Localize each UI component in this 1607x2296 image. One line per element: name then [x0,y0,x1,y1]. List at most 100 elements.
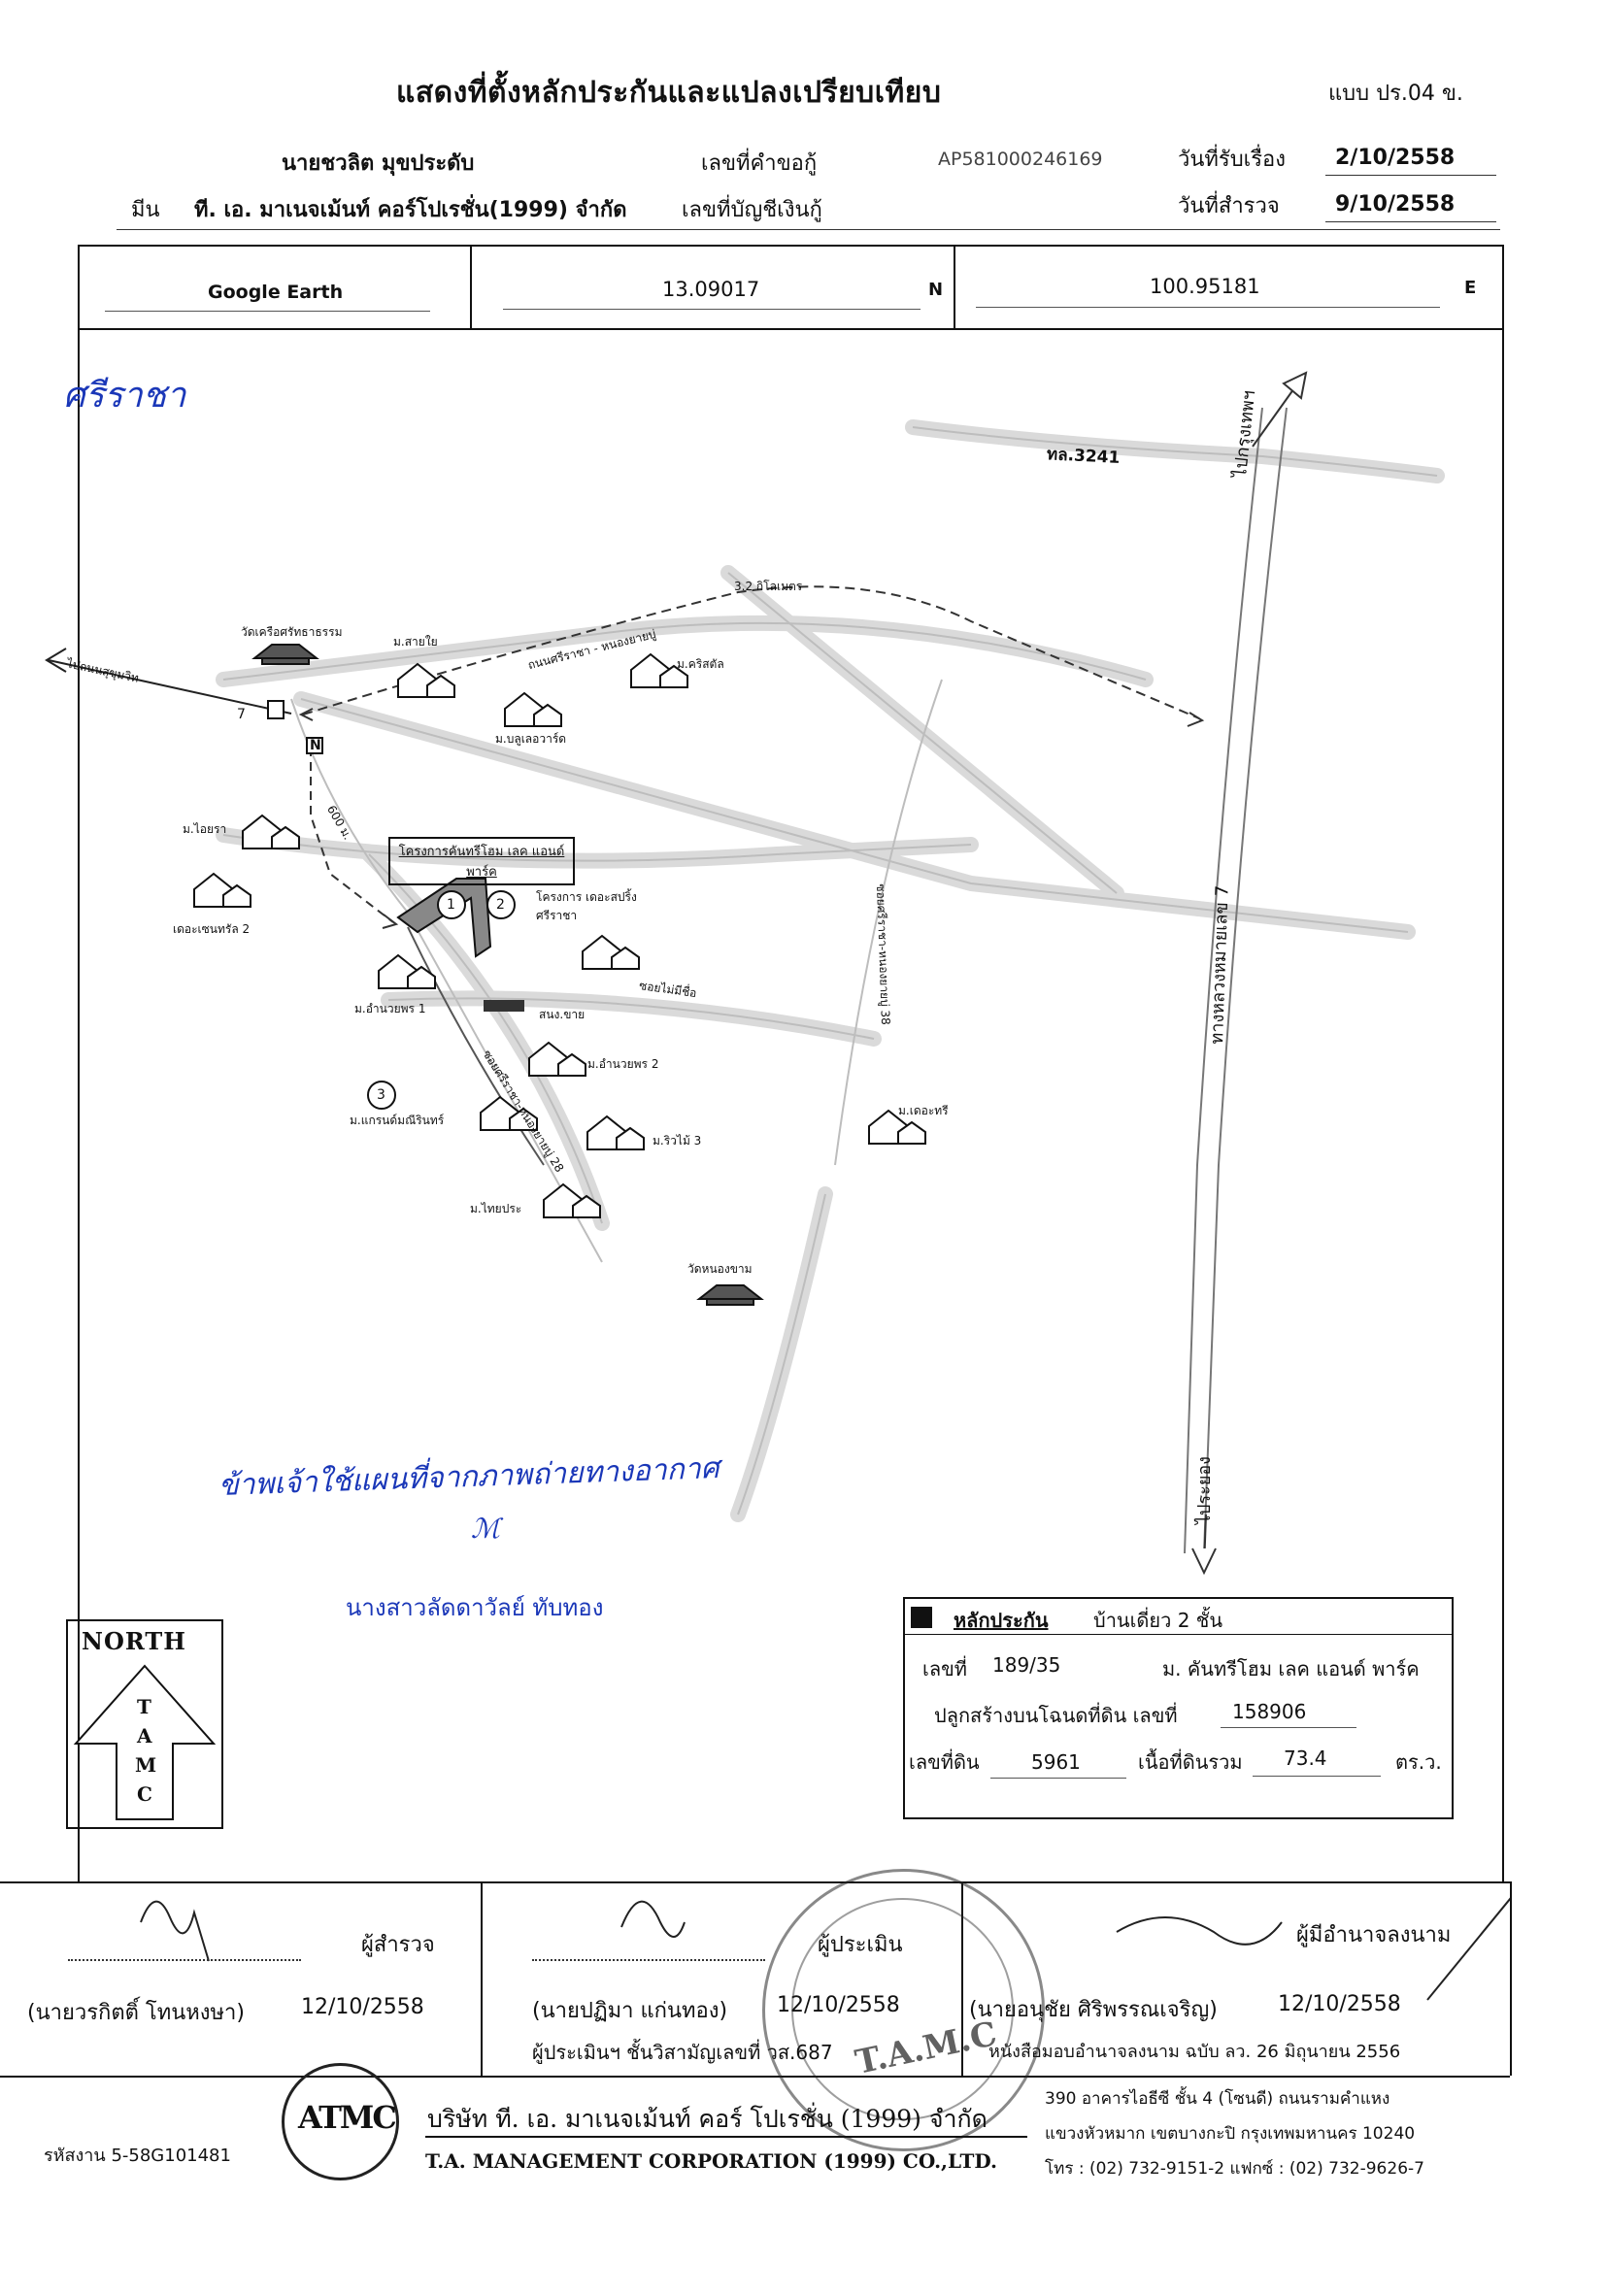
pin-1: 1 [447,897,455,913]
survey-date-underline [1325,221,1496,222]
signer-date: 12/10/2558 [1278,1992,1401,2016]
north-letter-a: A [137,1724,152,1747]
signature-right-edge [1510,1881,1512,2076]
handwritten-place: ศรีราชา [63,376,186,416]
house-no-label: เลขที่ [922,1657,967,1680]
village-thaiprasert-label: ม.ไทยประ [470,1202,522,1215]
deed-number: 158906 [1232,1700,1307,1723]
surveyor-date: 12/10/2558 [301,1995,424,2019]
company-phone: โทร : (02) 732-9151-2 แฟกซ์ : (02) 732-9… [1045,2159,1424,2179]
coord-source: Google Earth [208,282,344,303]
received-date: 2/10/2558 [1335,146,1456,170]
signer-label: ผู้มีอำนาจลงนาม [1296,1923,1452,1947]
collateral-legend: หลักประกัน บ้านเดี่ยว 2 ชั้น เลขที่ 189/… [903,1597,1454,1819]
longitude-direction: E [1464,278,1477,298]
n-marker: N [310,738,321,753]
legend-type: บ้านเดี่ยว 2 ชั้น [1093,1609,1223,1632]
signature-bottom-rule [0,2076,1510,2078]
company-address-1: 390 อาคารไอธีซี ชั้น 4 (โซนดี) ถนนรามคำแ… [1045,2089,1390,2109]
surveyor-label: ผู้สำรวจ [361,1933,435,1957]
coord-source-underline [105,311,430,312]
received-date-label: วันที่รับเรื่อง [1178,148,1286,172]
collateral-marker-icon [911,1607,932,1628]
land-number: 5961 [1031,1750,1081,1774]
latitude-underline [503,309,921,310]
loan-request-label: เลขที่คำขอกู้ [701,151,818,176]
company-logo-icon: ATMC [282,2063,399,2180]
signature-block [0,1881,1510,2078]
village-riviera-label: ม.ริวไม้ 3 [653,1134,702,1148]
appraiser-sign-line [532,1959,765,1961]
village-saiyai-label: ม.สายใย [393,635,438,649]
applicant-name: นายชวลิต มุขประดับ [282,151,475,176]
north-letter-m: M [135,1753,157,1777]
village-central2-label: เดอะเซนทรัล 2 [173,922,251,936]
house-no: 189/35 [992,1653,1061,1677]
village-aira-label: ม.ไอยรา [183,822,227,836]
highway7-label: ทางหลวงหมายเลข 7 [1206,884,1233,1045]
map-frame [78,328,1504,1883]
temple2-label: วัดหนองขาม [687,1262,753,1276]
company-stamp-inner [791,1898,1014,2120]
north-letter-c: C [137,1782,152,1806]
area-underline [1253,1776,1381,1777]
company-name-thai: บริษัท ที. เอ. มาเนจเม้นท์ คอร์ โปเรชั่น… [427,2105,988,2133]
surveyor-name: (นายวรกิตติ์ โทนหงษา) [27,2001,245,2025]
land-no-underline [990,1778,1126,1779]
coord-divider-1 [470,245,472,330]
village-blue-label: ม.บลูเลอวาร์ด [495,732,567,746]
latitude-value: 13.09017 [662,278,760,301]
deed-label: ปลูกสร้างบนโฉนดที่ดิน เลขที่ [934,1704,1178,1727]
company-name: ที. เอ. มาเนจเม้นท์ คอร์โปเรชั่น(1999) จ… [194,198,627,222]
account-number-label: เลขที่บัญชีเงินกู้ [682,198,822,222]
road-3241-label: ทล.3241 [1046,445,1121,468]
company-logo-text: ATMC [298,2099,397,2136]
signature-strokes [140,1897,1510,2001]
temple-label: วัดเครือศรัทธาธรรม [241,625,343,639]
job-code: รหัสงาน 5-58G101481 [44,2146,231,2166]
village-cristal-label: ม.คริสตัล [677,657,724,671]
coordinate-bar [78,245,1504,332]
village-amnuay1-label: ม.อำนวยพร 1 [354,1002,426,1015]
latitude-direction: N [928,280,944,300]
page-title: แสดงที่ตั้งหลักประกันและแปลงเปรียบเทียบ [396,76,942,110]
area-value: 73.4 [1284,1747,1327,1770]
surveyor-sign-line [68,1959,301,1961]
appraiser-name: (นายปฏิมา แก่นทอง) [532,1999,728,2023]
area-unit: ตร.ว. [1395,1750,1442,1774]
village-name: ม. คันทรีโฮม เลค แอนด์ พาร์ค [1162,1657,1420,1680]
police-label: สนง.ขาย [539,1008,586,1021]
survey-date-label: วันที่สำรวจ [1178,194,1280,218]
distance-label: 3.2 กิโลเมตร [734,580,803,593]
coord-divider-2 [954,245,955,330]
north-arrow-icon [73,1664,217,1820]
officer-name: นางสาวลัดดาวัลย์ ทับทอง [346,1594,604,1621]
signature-divider-1 [481,1881,483,2076]
village-amnuay2-label: ม.อำนวยพร 2 [587,1057,659,1071]
survey-date: 9/10/2558 [1335,192,1456,216]
village-theatre-label: ม.เดอะทรี [898,1104,949,1117]
to-rayong-label: ไประยอง [1194,1456,1215,1524]
north-indicator: NORTH T A M C [66,1619,223,1829]
received-date-underline [1325,175,1496,176]
longitude-value: 100.95181 [1150,275,1260,298]
form-code: แบบ ปร.04 ข. [1328,82,1463,106]
village-spring-label: โครงการ เดอะสปริ้ง ศรีราชา [536,890,637,922]
header-rule [117,229,1500,230]
signer-authorization-note: หนังสือมอบอำนาจลงนาม ฉบับ ลว. 26 มิถุนาย… [988,2042,1401,2062]
pin-2: 2 [496,897,505,913]
longitude-underline [976,307,1440,308]
legend-title: หลักประกัน [954,1609,1049,1632]
seven-marker: 7 [237,707,246,722]
footer-rule [425,2136,1027,2138]
company-name-english: T.A. MANAGEMENT CORPORATION (1999) CO.,L… [425,2149,997,2173]
legend-divider [905,1634,1452,1635]
company-prefix: มีน [131,198,160,222]
village-grand-label: ม.แกรนด์มณีรินทร์ [350,1114,445,1127]
land-no-label: เลขที่ดิน [909,1750,980,1774]
company-stamp-outer [762,1869,1045,2151]
project-box: โครงการคันทรีโฮม เลค แอนด์ พาร์ค [388,837,575,885]
north-label: NORTH [82,1627,186,1655]
deed-underline [1221,1727,1356,1728]
